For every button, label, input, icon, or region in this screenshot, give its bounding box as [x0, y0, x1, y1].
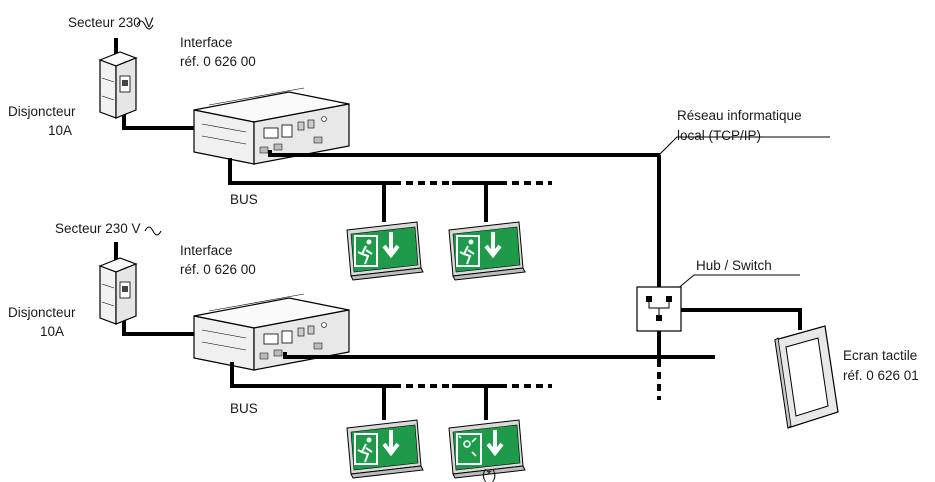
breaker-top-label-2: 10A — [48, 123, 72, 138]
network-label-2: local (TCP/IP) — [677, 128, 761, 143]
interface-bottom-label-1: Interface — [180, 243, 233, 258]
breaker-to-interface-wire-bottom — [122, 316, 194, 336]
interface-bottom-label-2: réf. 0 626 00 — [180, 262, 256, 277]
lan-wire-bottom — [283, 352, 715, 359]
hub-switch — [636, 286, 682, 332]
sine-wave-icon — [144, 226, 162, 236]
running-man-arrow-icon — [456, 232, 502, 267]
screen-label-1: Ecran tactile — [843, 348, 917, 363]
breaker-bottom-label-1: Disjoncteur — [8, 305, 76, 320]
breaker-top — [99, 51, 137, 119]
hub-to-screen-wire — [681, 308, 802, 330]
hub-label: Hub / Switch — [696, 258, 772, 273]
network-leader — [658, 136, 830, 156]
bus-label-top: BUS — [230, 192, 258, 207]
lan-wire-top — [268, 150, 660, 157]
breaker-to-interface-wire-top — [122, 112, 194, 130]
bus-wire-bottom — [230, 362, 394, 388]
screen-label-2: réf. 0 626 01 — [843, 368, 919, 383]
hub-leader — [675, 274, 800, 291]
interface-top-label-1: Interface — [180, 35, 233, 50]
footnote-marker: (*) — [482, 467, 496, 482]
touch-screen — [774, 325, 839, 429]
exit-sign-pmr — [448, 419, 526, 479]
breaker-top-label-1: Disjoncteur — [8, 104, 76, 119]
interface-top-label-2: réf. 0 626 00 — [180, 54, 256, 69]
exit-sign-3 — [346, 419, 424, 479]
sine-wave-icon — [136, 20, 154, 30]
breaker-bottom — [99, 257, 137, 325]
wheelchair-arrow-icon — [456, 430, 504, 465]
breaker-bottom-label-2: 10A — [40, 324, 64, 339]
running-man-arrow-icon — [354, 430, 400, 465]
exit-sign-2 — [448, 221, 526, 281]
mains-label-top: Secteur 230 V — [68, 15, 154, 30]
exit-sign-1 — [346, 221, 424, 281]
network-label-1: Réseau informatique — [677, 108, 802, 123]
running-man-arrow-icon — [354, 232, 400, 267]
bus-wire-top — [228, 158, 394, 185]
bus-label-bottom: BUS — [230, 401, 258, 416]
mains-label-bottom: Secteur 230 V — [55, 221, 141, 236]
